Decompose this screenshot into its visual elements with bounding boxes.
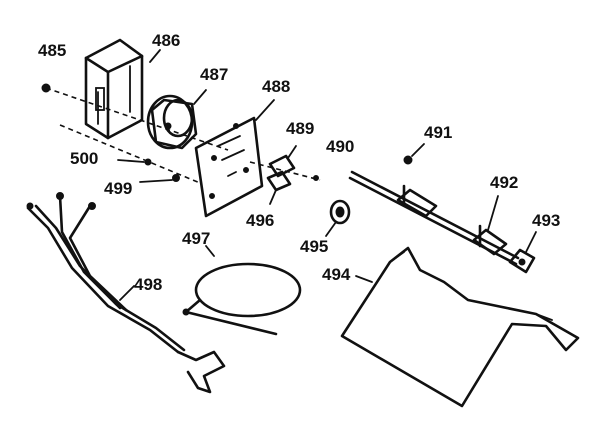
part-500-screw <box>144 158 152 166</box>
leader-497 <box>205 245 215 257</box>
leader-487 <box>193 89 207 105</box>
leader-494 <box>355 275 373 283</box>
label-490: 490 <box>326 137 354 156</box>
part-487-motor <box>146 94 198 150</box>
leader-491 <box>411 143 425 157</box>
leader-486 <box>149 49 161 63</box>
part-493-handle <box>508 248 536 274</box>
label-485: 485 <box>38 41 66 60</box>
leader-496 <box>269 189 277 205</box>
label-489: 489 <box>286 119 314 138</box>
label-497: 497 <box>182 229 210 248</box>
part-495-washer <box>329 199 351 225</box>
part-490-pin <box>313 175 319 181</box>
leader-489 <box>287 145 297 159</box>
alignment-line-right <box>249 161 321 181</box>
part-488-control-plate <box>194 116 264 218</box>
leader-495 <box>325 221 337 237</box>
label-491: 491 <box>424 123 452 142</box>
part-485-screw <box>41 83 51 93</box>
part-486-bracket <box>84 38 144 140</box>
part-489-switch <box>268 154 296 178</box>
part-496-knob <box>266 170 292 192</box>
label-487: 487 <box>200 65 228 84</box>
part-497-cord <box>182 262 302 336</box>
label-495: 495 <box>300 237 328 256</box>
part-491-screw <box>403 155 413 165</box>
part-498-wire-harness <box>26 192 226 394</box>
leader-493 <box>525 231 537 253</box>
label-486: 486 <box>152 31 180 50</box>
part-494-wire-stand <box>340 246 580 408</box>
part-492-rod-assembly <box>348 170 520 266</box>
label-496: 496 <box>246 211 274 230</box>
leader-492 <box>487 195 499 231</box>
label-488: 488 <box>262 77 290 96</box>
part-499-screw <box>172 174 180 182</box>
label-498: 498 <box>134 275 162 294</box>
leader-500 <box>117 159 145 163</box>
label-494: 494 <box>322 265 351 284</box>
leader-499 <box>139 179 173 183</box>
label-499: 499 <box>104 179 132 198</box>
leader-488 <box>255 99 275 121</box>
label-493: 493 <box>532 211 560 230</box>
alignment-line-lower <box>59 124 201 184</box>
leader-498 <box>119 285 135 301</box>
label-492: 492 <box>490 173 518 192</box>
label-500: 500 <box>70 149 98 168</box>
